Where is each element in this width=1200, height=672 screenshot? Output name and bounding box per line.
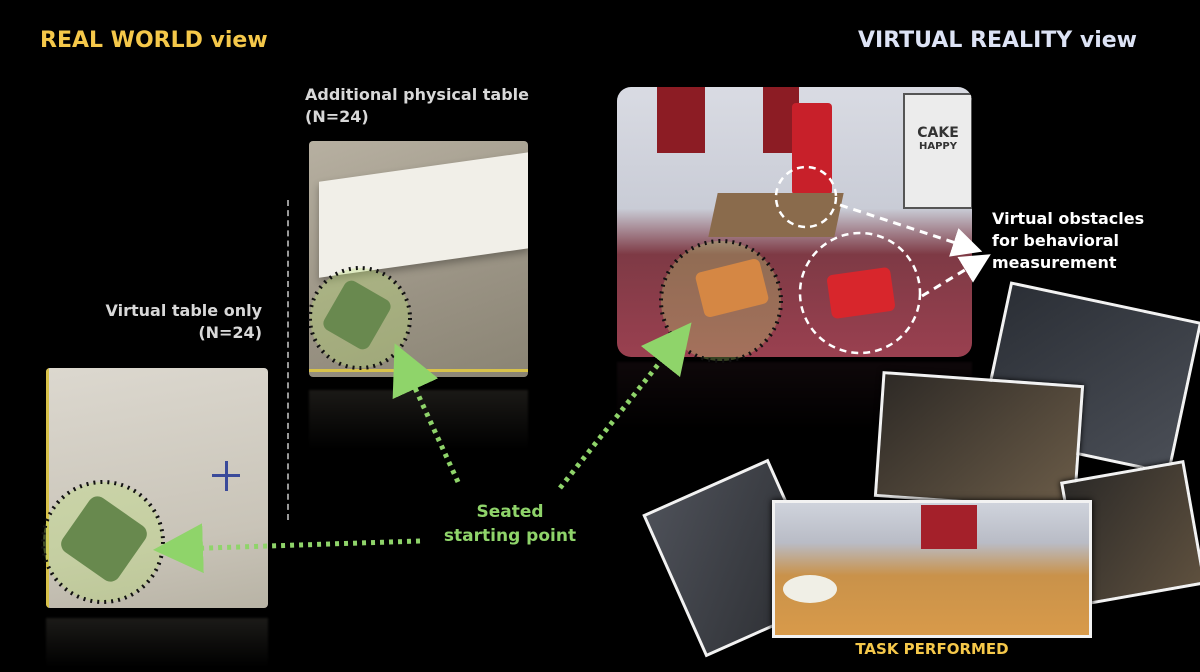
vr-curtain-left [657,87,705,153]
seated-arrow-to-vr [558,322,692,490]
real-world-header: REAL WORLD view [40,28,268,53]
physical-table-label-line1: Additional physical table [305,85,529,104]
virtual-obstacles-label-line2: for behavioral [992,231,1119,250]
virtual-obstacles-label-line1: Virtual obstacles [992,209,1145,228]
virtual-table-label-line1: Virtual table only [105,301,262,320]
virtual-table-label: Virtual table only (N=24) [70,300,262,344]
obstacle-arrow-top [839,203,983,257]
vr-chair-highlight-circle [659,239,783,363]
floor-tape-left [46,368,49,608]
virtual-table-label-line2: (N=24) [198,323,262,342]
vr-poster-line2: HAPPY [918,141,957,152]
virtual-table-reflection [46,618,268,668]
seated-arrow-to-physical [392,343,461,484]
obstacle-arrow-bottom [921,254,991,298]
vr-poster: CAKE HAPPY [903,93,972,209]
vr-kitchen-scene: CAKE HAPPY [617,87,972,357]
virtual-reality-header: VIRTUAL REALITY view [858,28,1137,53]
task-photo-main [772,500,1092,638]
seated-arrow-to-real [153,523,421,574]
task-performed-label: TASK PERFORMED [855,640,1009,658]
virtual-obstacles-label-line3: measurement [992,253,1117,272]
divider-line [287,200,289,520]
physical-chair-highlight-circle [308,266,412,370]
seated-label-line2: starting point [443,526,577,546]
virtual-obstacles-label: Virtual obstacles for behavioral measure… [992,208,1144,274]
seated-label-line1: Seated [476,502,544,522]
real-chair-highlight-circle [41,480,165,604]
vr-obstacle-circle-large [798,231,922,355]
seated-starting-point-label: Seated starting point [420,500,600,548]
vr-poster-line1: CAKE [917,125,959,141]
vr-fridge [792,103,832,195]
physical-table-label: Additional physical table (N=24) [305,84,529,128]
floor-cross-mark-v [225,461,228,491]
physical-table-label-line2: (N=24) [305,107,369,126]
task-main-chair [921,505,977,549]
vr-obstacle-circle-small [774,165,838,229]
task-main-plate [783,575,837,603]
